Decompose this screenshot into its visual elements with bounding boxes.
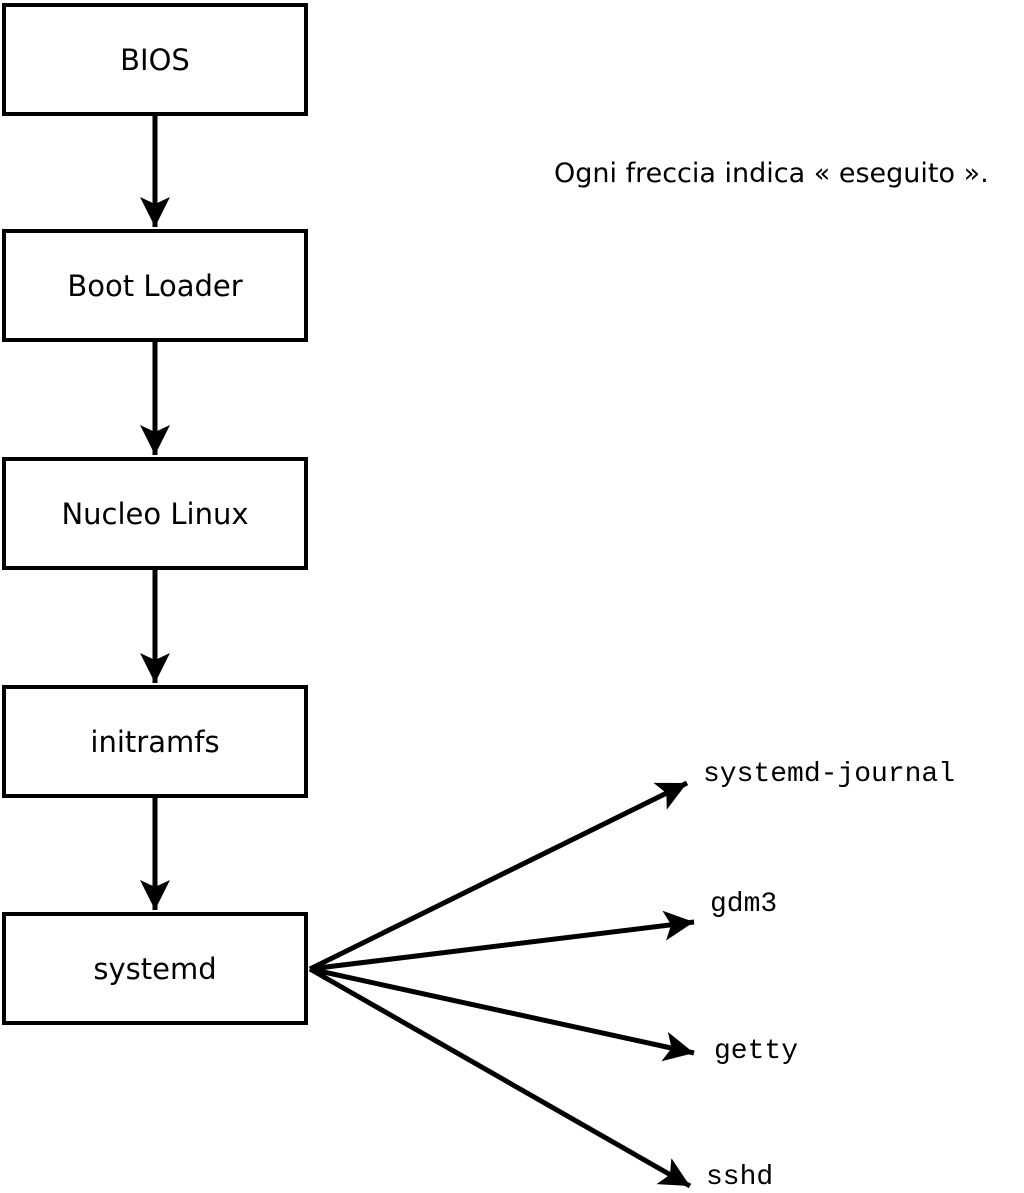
node-linux-kernel-label: Nucleo Linux [61, 496, 249, 531]
node-initramfs: initramfs [2, 685, 308, 798]
node-initramfs-label: initramfs [90, 724, 220, 759]
diagram-caption: Ogni freccia indica « eseguito ». [554, 158, 989, 189]
node-boot-loader: Boot Loader [2, 229, 308, 342]
service-gdm3: gdm3 [710, 889, 778, 920]
node-bios-label: BIOS [120, 42, 190, 77]
service-getty: getty [714, 1036, 799, 1067]
service-sshd: sshd [706, 1162, 774, 1193]
node-systemd: systemd [2, 912, 308, 1025]
node-boot-loader-label: Boot Loader [67, 268, 243, 303]
node-systemd-label: systemd [93, 951, 217, 986]
arrow-systemd-to-sshd [308, 966, 692, 1189]
arrow-systemd-to-gdm3 [309, 910, 695, 972]
node-bios: BIOS [2, 3, 308, 116]
arrow-systemd-to-journal [308, 780, 689, 972]
node-linux-kernel: Nucleo Linux [2, 457, 308, 570]
arrow-systemd-to-getty [309, 966, 695, 1062]
service-systemd-journal: systemd-journal [703, 759, 956, 790]
